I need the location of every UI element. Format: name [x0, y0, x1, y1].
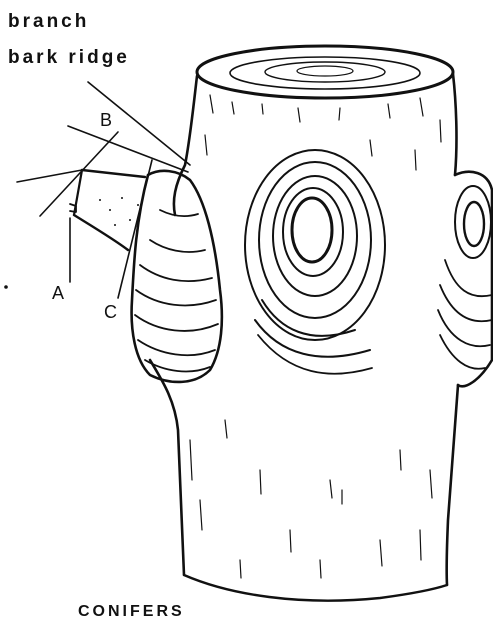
left-branch-stub	[70, 170, 222, 382]
conifers-caption: CONIFERS	[78, 603, 185, 620]
stray-dot	[4, 285, 8, 289]
pointer-lines	[4, 82, 190, 298]
bark-ridge-label: bark ridge	[8, 47, 130, 68]
cut-line-b	[40, 132, 118, 216]
right-branch-scar	[438, 172, 492, 387]
trunk	[150, 46, 458, 601]
branch-label: branch	[8, 11, 89, 32]
pointer-c	[118, 160, 152, 298]
label-a: A	[52, 283, 64, 303]
label-b: B	[100, 110, 112, 130]
central-branch-scar	[245, 150, 385, 374]
label-c: C	[104, 302, 117, 322]
